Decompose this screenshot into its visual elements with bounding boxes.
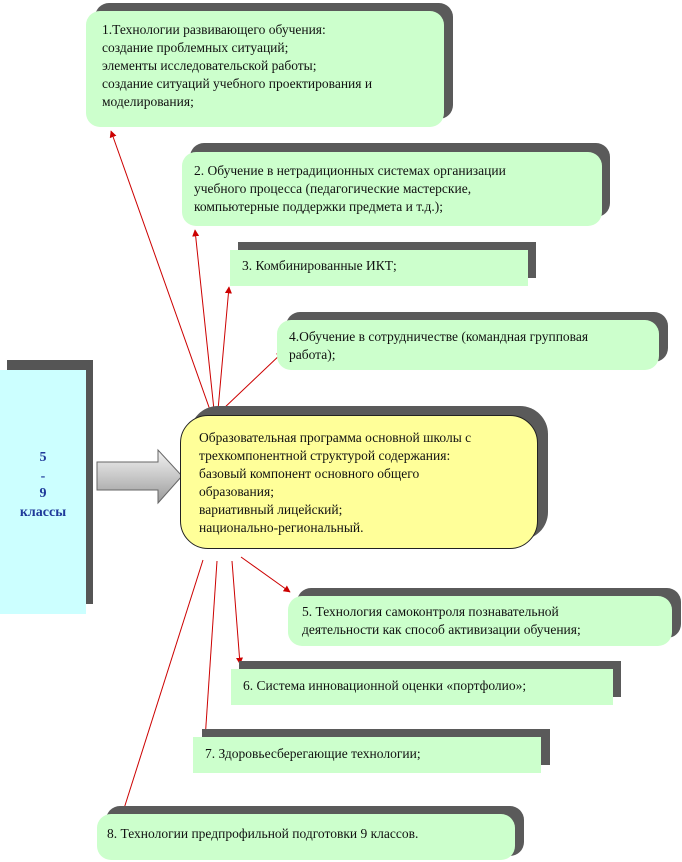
grade-number-top: 5 [39,450,47,465]
grade-number-bottom: 9 [39,486,47,501]
item-3-box: 3. Комбинированные ИКТ; [230,250,528,286]
block-arrow [96,448,183,505]
item-3-line: 3. Комбинированные ИКТ; [242,258,397,273]
center-line: национально-региональный. [199,520,364,535]
center-program-box: Образовательная программа основной школы… [180,415,538,549]
arrow-to-item-6 [231,560,244,665]
center-line: трехкомпонентной структурой содержания: [199,448,451,463]
item-1-line: создание проблемных ситуаций; [102,40,289,55]
item-6-line: 6. Система инновационной оценки «портфол… [243,678,527,693]
grade-dash: - [40,469,46,484]
arrow-to-item-2 [192,229,215,411]
item-5-line: 5. Технология самоконтроля познавательно… [302,604,559,619]
item-1-line: элементы исследовательской работы; [102,58,317,73]
item-8-box: 8. Технологии предпрофильной подготовки … [97,814,515,860]
item-4-box: 4.Обучение в сотрудничестве (командная г… [277,320,659,370]
item-6-box: 6. Система инновационной оценки «портфол… [231,669,613,705]
item-8-line: 8. Технологии предпрофильной подготовки … [107,826,419,841]
arrow-to-item-4 [221,351,284,411]
center-line: Образовательная программа основной школы… [199,430,472,445]
grade-panel: 5 - 9 классы [0,370,86,614]
center-line: образования; [199,484,274,499]
item-1-line: моделирования; [102,94,194,109]
item-7-line: 7. Здоровьесберегающие технологии; [205,746,421,761]
item-2-box: 2. Обучение в нетрадиционных системах ор… [182,152,602,226]
item-2-line: учебного процесса (педагогические мастер… [194,181,472,196]
grade-label: классы [19,505,67,520]
center-line: базовый компонент основного общего [199,466,420,481]
item-1-line: создание ситуаций учебного проектировани… [102,76,373,91]
item-2-line: 2. Обучение в нетрадиционных системах ор… [194,163,506,178]
arrow-to-item-5 [240,556,291,593]
item-5-box: 5. Технология самоконтроля познавательно… [288,596,672,646]
item-2-line: компьютерные поддержки предмета и т.д.); [194,199,444,214]
item-1-line: 1.Технологии развивающего обучения: [102,22,326,37]
arrow-to-item-1 [109,130,211,411]
item-4-line: работа); [289,347,336,362]
arrow-to-item-3 [217,286,232,411]
item-5-line: деятельности как способ активизации обуч… [302,622,581,637]
item-7-box: 7. Здоровьесберегающие технологии; [193,737,541,773]
center-line: вариативный лицейский; [199,502,343,517]
item-4-line: 4.Обучение в сотрудничестве (командная г… [289,329,589,344]
arrow-to-item-7 [201,560,218,741]
item-1-box: 1.Технологии развивающего обучения: созд… [86,11,444,127]
arrow-to-item-8 [119,559,204,819]
